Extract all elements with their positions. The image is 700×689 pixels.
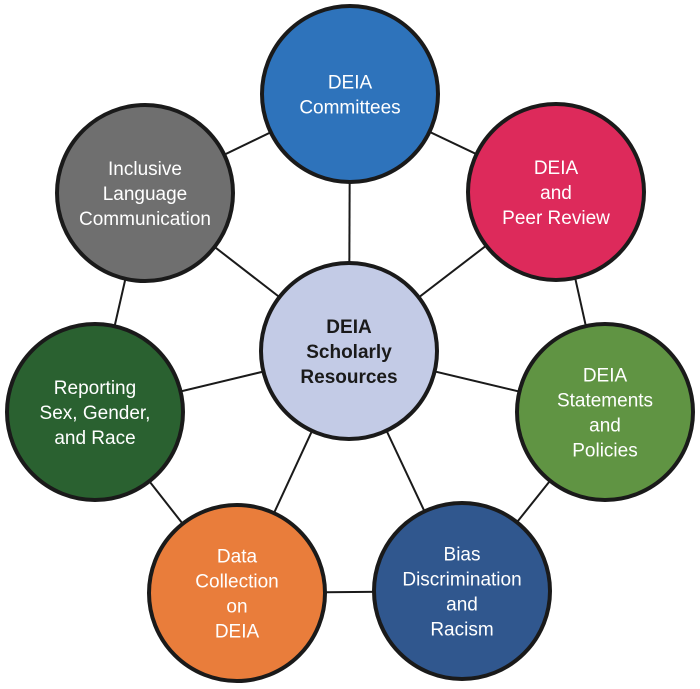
node-bias-discrimination-racism-label-line: and [446,595,478,616]
center-node-deia-scholarly-resources-label-line: Resources [300,367,397,388]
node-bias-discrimination-racism-circle [372,501,552,681]
node-peer-review-label-line: and [540,183,572,204]
node-data-collection-label-line: Collection [195,572,278,593]
node-statements-policies-label-line: DEIA [583,366,628,387]
node-bias-discrimination-racism-label-line: Racism [430,620,493,641]
node-committees-circle [260,4,440,184]
node-inclusive-language-label-line: Communication [79,209,211,230]
center-node-deia-scholarly-resources-label-line: Scholarly [306,342,392,363]
node-statements-policies-label-line: Policies [572,441,637,462]
node-peer-review-label-line: Peer Review [502,208,610,229]
node-peer-review-label-line: DEIA [534,158,579,179]
center-node-deia-scholarly-resources-label-line: DEIA [326,317,372,338]
node-data-collection-label-line: DEIA [215,622,260,643]
node-statements-policies-circle [515,322,695,502]
node-reporting-sex-gender-race-label-line: and Race [54,428,135,449]
node-data-collection-label-line: on [226,597,247,618]
node-committees-label-line: Committees [299,98,400,119]
node-statements-policies-label-line: and [589,416,621,437]
node-reporting-sex-gender-race-label-line: Reporting [54,378,136,399]
node-data-collection-label-line: Data [217,547,258,568]
node-reporting-sex-gender-race-label-line: Sex, Gender, [40,403,151,424]
node-committees-label-line: DEIA [328,73,373,94]
node-statements-policies-label-line: Statements [557,391,653,412]
center-node-deia-scholarly-resources-circle [259,261,439,441]
node-data-collection-circle [147,503,327,683]
node-bias-discrimination-racism-label-line: Discrimination [402,570,521,591]
node-inclusive-language-circle [55,103,235,283]
node-reporting-sex-gender-race-circle [5,322,185,502]
node-bias-discrimination-racism-label-line: Bias [444,545,481,566]
node-inclusive-language-label-line: Language [103,184,188,205]
node-inclusive-language-label-line: Inclusive [108,159,182,180]
node-peer-review-circle [466,102,646,282]
node-committees: DEIA Committees [260,4,440,184]
